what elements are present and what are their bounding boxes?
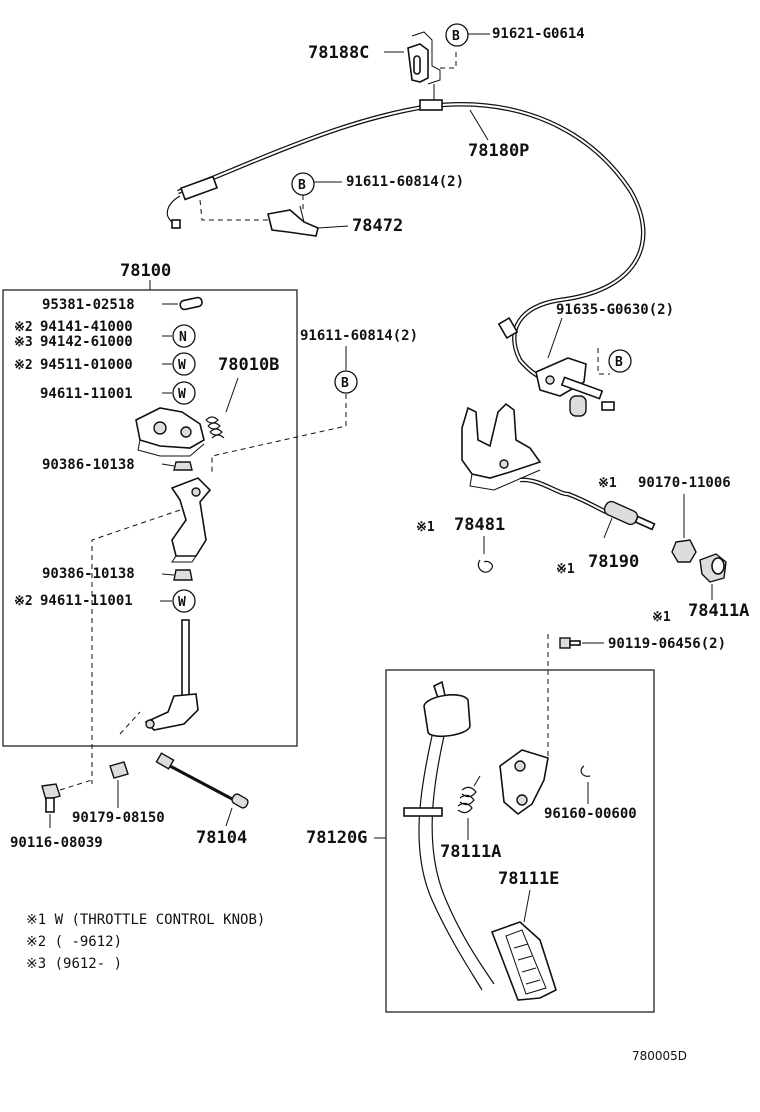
assembly-78100-box bbox=[2, 289, 298, 747]
throttle-link bbox=[135, 407, 205, 457]
spring-78111A bbox=[457, 775, 481, 814]
marker-b-mid: B bbox=[334, 370, 358, 394]
pin-95381 bbox=[179, 296, 203, 311]
svg-text:W: W bbox=[178, 595, 186, 610]
label-90119-06456: 90119-06456(2) bbox=[608, 636, 726, 652]
label-78472: 78472 bbox=[352, 216, 403, 236]
cable-78180P bbox=[166, 99, 646, 383]
clip-78481 bbox=[477, 559, 493, 573]
sym-s1-c: ※1 bbox=[416, 520, 435, 535]
nut-90179 bbox=[109, 761, 129, 779]
cable-bracket-right bbox=[535, 357, 615, 417]
clamp-78472 bbox=[267, 205, 319, 237]
marker-b-78472: B bbox=[291, 172, 315, 196]
sym-s1-d: ※1 bbox=[652, 610, 671, 625]
label-78104: 78104 bbox=[196, 828, 247, 848]
knob-78411A bbox=[699, 553, 727, 583]
label-78010B: 78010B bbox=[218, 355, 279, 375]
label-90170-11006: 90170-11006 bbox=[638, 475, 731, 491]
label-78190: 78190 bbox=[588, 552, 639, 572]
bolt-90116 bbox=[41, 783, 61, 813]
label-96160-00600: 96160-00600 bbox=[544, 806, 637, 822]
pedal-arm bbox=[403, 680, 495, 991]
sym-s3-a: ※3 bbox=[14, 335, 33, 350]
label-91611-60814-top: 91611-60814(2) bbox=[346, 174, 464, 190]
svg-text:N: N bbox=[179, 330, 187, 345]
marker-b-right: B bbox=[608, 349, 632, 373]
label-90179-08150: 90179-08150 bbox=[72, 810, 165, 826]
note-1: ※1 W (THROTTLE CONTROL KNOB) bbox=[26, 912, 265, 928]
svg-text:B: B bbox=[298, 178, 306, 193]
marker-n: N bbox=[172, 324, 196, 348]
bolt-90119 bbox=[559, 637, 581, 649]
svg-text:W: W bbox=[178, 387, 186, 402]
sym-s1-b: ※1 bbox=[556, 562, 575, 577]
label-78180P: 78180P bbox=[468, 141, 529, 161]
bracket-78188C bbox=[407, 31, 441, 106]
sym-s2-a: ※2 bbox=[14, 320, 33, 335]
label-94141-41000: 94141-41000 bbox=[40, 319, 133, 335]
label-78111E: 78111E bbox=[498, 869, 559, 889]
note-2: ※2 ( -9612) bbox=[26, 934, 122, 950]
note-3: ※3 (9612- ) bbox=[26, 956, 122, 972]
label-94142-61000: 94142-61000 bbox=[40, 334, 133, 350]
nut-90386-a bbox=[173, 461, 193, 471]
throttle-shaft bbox=[144, 619, 199, 731]
nut-90170 bbox=[671, 539, 697, 563]
svg-text:B: B bbox=[615, 355, 623, 370]
marker-w-b: W bbox=[172, 381, 196, 405]
svg-text:B: B bbox=[341, 376, 349, 391]
label-94611-11001-a: 94611-11001 bbox=[40, 386, 133, 402]
throttle-bracket bbox=[170, 477, 212, 563]
label-90386-10138-b: 90386-10138 bbox=[42, 566, 135, 582]
cable-78190 bbox=[567, 491, 656, 531]
pedal-bracket bbox=[461, 402, 542, 491]
label-90386-10138-a: 90386-10138 bbox=[42, 457, 135, 473]
marker-w-a: W bbox=[172, 352, 196, 376]
sym-s1-a: ※1 bbox=[598, 476, 617, 491]
label-78100: 78100 bbox=[120, 261, 171, 281]
label-78411A: 78411A bbox=[688, 601, 749, 621]
label-91611-60814-mid: 91611-60814(2) bbox=[300, 328, 418, 344]
label-78481: 78481 bbox=[454, 515, 505, 535]
pedal-plate bbox=[499, 749, 549, 816]
pedal-pad-78111E bbox=[490, 921, 557, 1001]
label-78111A: 78111A bbox=[440, 842, 501, 862]
marker-b-top: B bbox=[445, 23, 469, 47]
svg-text:W: W bbox=[178, 358, 186, 373]
label-91635-G0630: 91635-G0630(2) bbox=[556, 302, 674, 318]
label-78188C: 78188C bbox=[308, 43, 369, 63]
figure-code: 780005D bbox=[632, 1049, 687, 1063]
label-95381-02518: 95381-02518 bbox=[42, 297, 135, 313]
marker-w-c: W bbox=[172, 589, 196, 613]
pedal-box-78120G bbox=[385, 669, 655, 1013]
spring-78010B bbox=[205, 377, 239, 439]
clip-96160 bbox=[580, 765, 591, 777]
nut-90386-b bbox=[173, 569, 193, 581]
label-94511-01000: 94511-01000 bbox=[40, 357, 133, 373]
svg-text:B: B bbox=[452, 29, 460, 44]
rod-78104 bbox=[155, 752, 249, 809]
label-90116-08039: 90116-08039 bbox=[10, 835, 103, 851]
label-78120G: 78120G bbox=[306, 828, 367, 848]
sym-s2-c: ※2 bbox=[14, 594, 33, 609]
label-94611-11001-b: 94611-11001 bbox=[40, 593, 133, 609]
label-91621-G0614: 91621-G0614 bbox=[492, 26, 585, 42]
sym-s2-b: ※2 bbox=[14, 358, 33, 373]
